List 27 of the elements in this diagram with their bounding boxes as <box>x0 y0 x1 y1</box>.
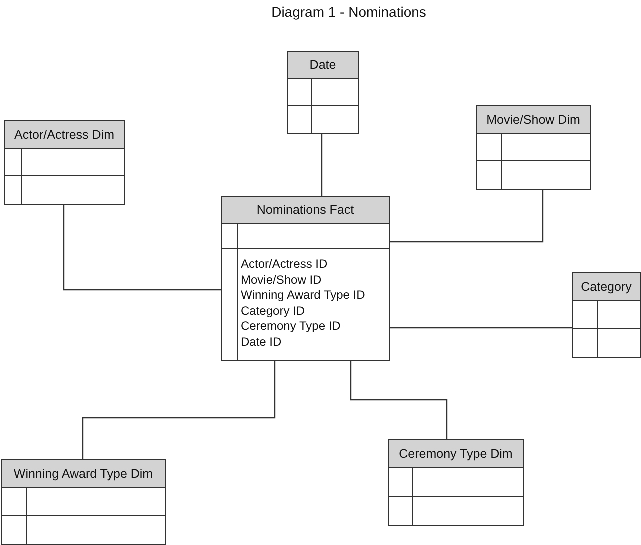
entity-table <box>287 51 359 134</box>
table-name: Ceremony Type Dim <box>399 446 513 460</box>
field-name: Ceremony Type ID <box>241 319 341 334</box>
entity-table <box>476 105 591 190</box>
field-name: Date ID <box>241 334 282 350</box>
field-name: Actor/Actress ID <box>241 257 328 272</box>
field-name: Winning Award Type ID <box>241 288 366 304</box>
table-name: Nominations Fact <box>256 203 354 217</box>
table-name: Date <box>310 58 336 72</box>
diagram-title: Diagram 1 - Nominations <box>270 4 428 20</box>
connector-line <box>390 327 572 329</box>
entity-table <box>572 272 641 358</box>
entity-table <box>221 196 390 361</box>
connector-line <box>350 361 448 439</box>
entity-table <box>388 439 524 526</box>
connector-line <box>321 134 323 196</box>
entity-table <box>1 459 166 545</box>
connector-line <box>390 190 544 243</box>
entity-table <box>4 120 125 205</box>
field-name: Movie/Show ID <box>241 272 322 288</box>
table-name: Category <box>581 280 632 294</box>
connector-line <box>63 205 221 291</box>
field-name: Category ID <box>241 304 306 319</box>
table-name: Movie/Show Dim <box>486 112 580 126</box>
connector-line <box>82 361 276 459</box>
table-name: Actor/Actress Dim <box>14 128 114 142</box>
table-name: Winning Award Type Dim <box>14 466 154 480</box>
